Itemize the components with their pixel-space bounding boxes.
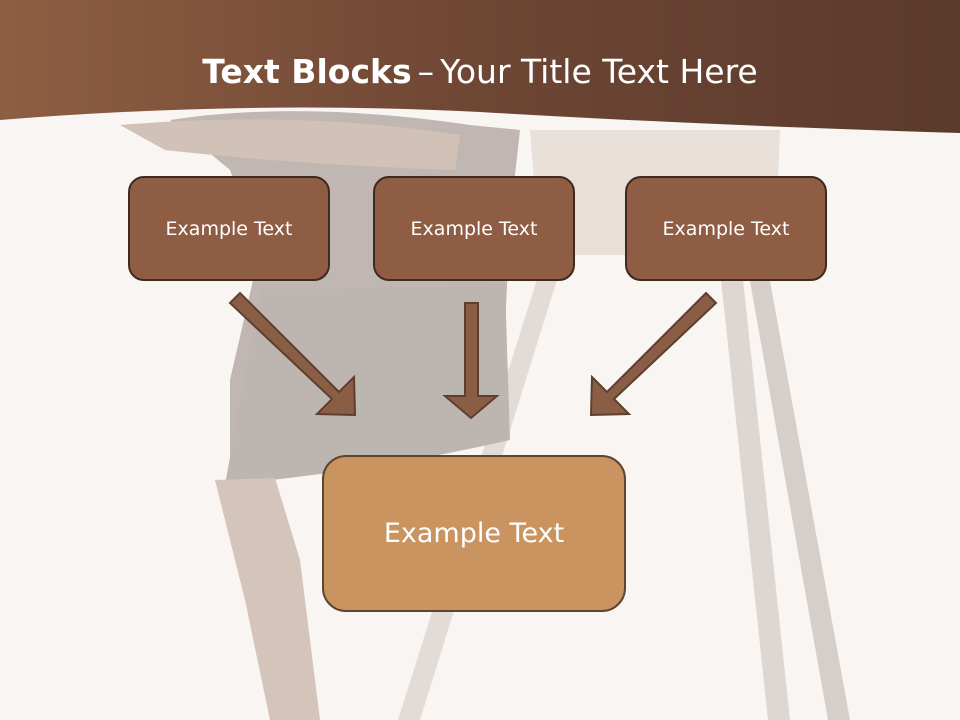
easel-leg bbox=[748, 270, 850, 720]
title-rest: Your Title Text Here bbox=[440, 52, 758, 91]
person-skirt bbox=[225, 285, 510, 485]
text-block-result: Example Text bbox=[322, 455, 626, 612]
easel-leg bbox=[720, 270, 790, 720]
arrow-down-right-icon bbox=[228, 291, 357, 417]
person-leg bbox=[215, 478, 320, 720]
text-block-2: Example Text bbox=[373, 176, 575, 281]
arrow-down-left-icon bbox=[589, 291, 718, 417]
arrow-down-icon bbox=[442, 302, 500, 420]
person-arm bbox=[120, 119, 460, 170]
header-band bbox=[0, 0, 960, 133]
title-dash: – bbox=[417, 52, 435, 91]
slide-title: Text Blocks–Your Title Text Here bbox=[0, 52, 960, 91]
text-block-1: Example Text bbox=[128, 176, 330, 281]
text-block-3: Example Text bbox=[625, 176, 827, 281]
title-bold: Text Blocks bbox=[202, 52, 412, 91]
